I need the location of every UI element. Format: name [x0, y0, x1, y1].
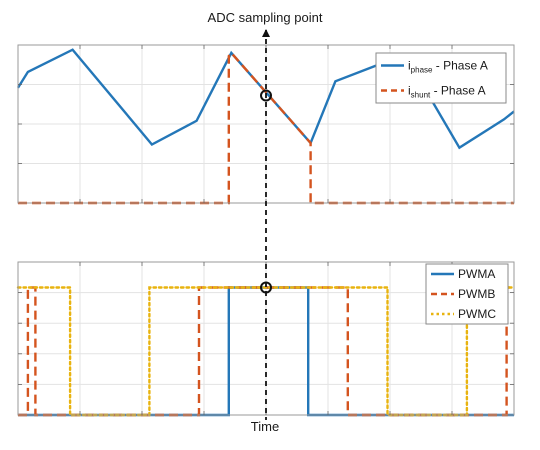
legend: iphase - Phase A ishunt - Phase A	[375, 52, 507, 104]
sampling-overlay: ADC sampling point Time	[208, 10, 323, 434]
legend-label-0: PWMA	[458, 267, 495, 281]
series-line-2	[16, 286, 516, 417]
legend-label-1: PWMB	[458, 287, 495, 301]
sampling-point-label: ADC sampling point	[208, 10, 323, 25]
legend-label-0: iphase - Phase A	[408, 59, 488, 75]
legend-label-2: PWMC	[458, 307, 496, 321]
legend-box	[375, 52, 507, 104]
legend-label-1: ishunt - Phase A	[408, 84, 486, 100]
series-line-1	[18, 286, 514, 417]
sampling-marker	[260, 89, 272, 102]
current-plot: iphase - Phase A ishunt - Phase A	[16, 44, 515, 205]
x-axis-label: Time	[251, 419, 279, 434]
legend: PWMA PWMB PWMC	[425, 263, 509, 325]
sampling-arrow	[262, 29, 270, 37]
